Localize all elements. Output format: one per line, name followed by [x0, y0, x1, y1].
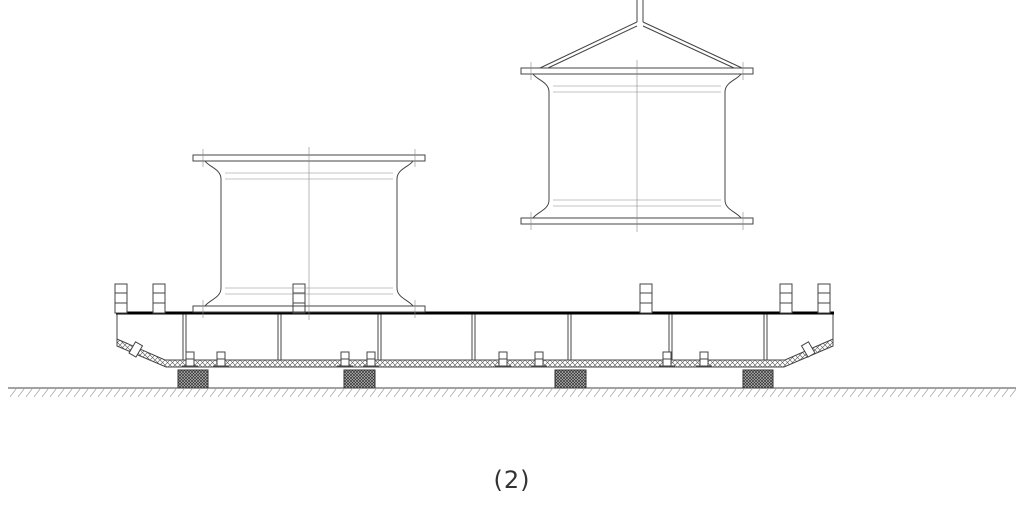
- end-fitting: [800, 341, 816, 358]
- support-block: [343, 369, 376, 389]
- deck-bollard: [779, 283, 793, 314]
- deck-bollard: [292, 283, 306, 314]
- deck-bollard: [114, 283, 128, 314]
- bottom-fitting: [363, 351, 379, 367]
- ground: [8, 387, 1017, 398]
- support-blocks: [177, 369, 774, 389]
- end-fitting: [128, 341, 144, 358]
- bottom-fitting: [182, 351, 198, 367]
- bottom-fitting: [337, 351, 353, 367]
- barge-hull: [114, 283, 834, 368]
- bottom-fitting: [531, 351, 547, 367]
- bottom-fitting: [659, 351, 675, 367]
- support-block: [554, 369, 587, 389]
- module-resting: [192, 147, 426, 320]
- deck-bollard: [817, 283, 831, 314]
- lifting-sling: [539, 0, 743, 69]
- support-block: [177, 369, 209, 389]
- figure-caption: (2): [493, 466, 531, 494]
- deck-bollard: [152, 283, 166, 314]
- bottom-fitting: [495, 351, 511, 367]
- bottom-fitting: [213, 351, 229, 367]
- deck-bollard: [639, 283, 653, 314]
- support-block: [742, 369, 774, 389]
- bottom-fitting: [696, 351, 712, 367]
- module-lifted: [520, 60, 754, 232]
